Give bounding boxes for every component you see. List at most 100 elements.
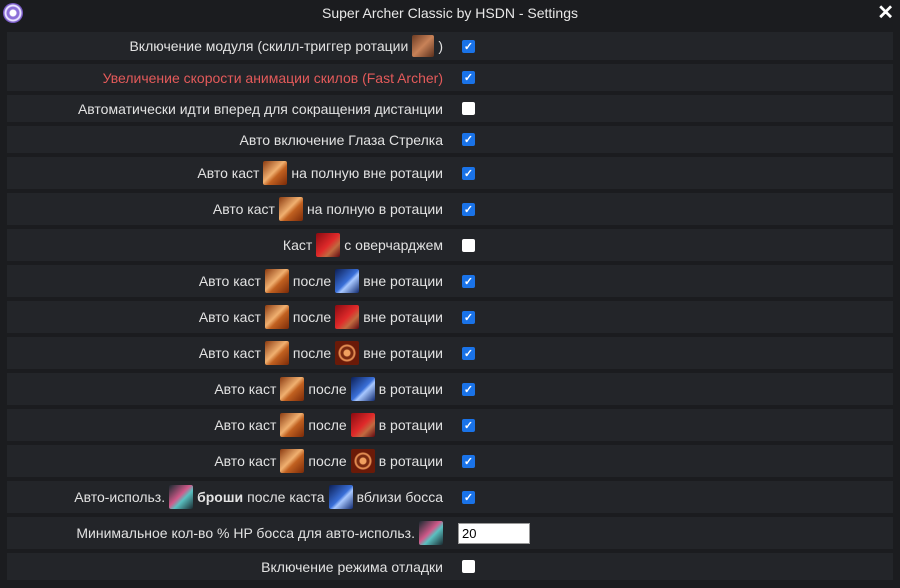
setting-label: Авто каст после в ротации	[7, 377, 443, 401]
setting-row-autocast-after-red-out: Авто каст после вне ротации ✓	[7, 301, 893, 333]
min-boss-hp-input[interactable]	[458, 522, 530, 544]
label-text: Авто каст	[198, 273, 261, 289]
blue-skill-icon	[335, 269, 360, 293]
setting-row-autocast-after-target-out: Авто каст после вне ротации ✓	[7, 337, 893, 369]
auto-sniper-eye-checkbox[interactable]: ✓	[462, 133, 475, 146]
label-text: после	[308, 381, 347, 397]
setting-control: ✓	[462, 39, 475, 53]
setting-row-auto-move-forward: Автоматически идти вперед для сокращения…	[7, 95, 893, 122]
label-text: с оверчарджем	[344, 237, 443, 253]
setting-control: ✓	[462, 382, 475, 396]
setting-row-cast-overcharge: Каст с оверчарджем	[7, 229, 893, 261]
setting-control	[462, 560, 475, 573]
label-text: Каст	[282, 237, 313, 253]
label-text: Авто включение Глаза Стрелка	[239, 131, 444, 148]
label-text: вне ротации	[363, 345, 443, 361]
cast-overcharge-checkbox[interactable]	[462, 238, 475, 252]
fast-archer-checkbox[interactable]: ✓	[462, 71, 475, 84]
setting-label: Авто каст после в ротации	[7, 413, 443, 437]
autocast-after-target-out-checkbox[interactable]: ✓	[462, 346, 475, 360]
setting-label: Минимальное кол-во % HP босса для авто-и…	[7, 521, 443, 545]
multishot-skill-icon	[264, 305, 289, 329]
label-text: в ротации	[378, 381, 443, 397]
label-text: в ротации	[378, 453, 443, 469]
setting-row-autocast-after-blue-in: Авто каст после в ротации ✓	[7, 373, 893, 405]
setting-row-autocast-full-in-rotation: Авто каст на полную в ротации ✓	[7, 193, 893, 225]
setting-label: Каст с оверчарджем	[7, 233, 443, 257]
label-text: вне ротации	[363, 309, 443, 325]
setting-row-fast-archer: Увеличение скорости анимации скилов (Fas…	[7, 64, 893, 91]
label-text: )	[438, 38, 443, 54]
app-logo-icon	[3, 3, 23, 23]
label-text: Автоматически идти вперед для сокращения…	[77, 100, 443, 117]
blue-skill-icon	[328, 485, 353, 509]
setting-label: Включение модуля (скилл-триггер ротации)	[7, 35, 443, 57]
red-skill-icon	[316, 233, 341, 257]
setting-control: ✓	[462, 133, 475, 146]
setting-control: ✓	[462, 490, 475, 504]
setting-control: ✓	[462, 346, 475, 360]
label-text: броши	[197, 489, 244, 505]
setting-row-autocast-after-red-in: Авто каст после в ротации ✓	[7, 409, 893, 441]
setting-control	[462, 238, 475, 252]
setting-control	[462, 102, 475, 115]
setting-control: ✓	[462, 418, 475, 432]
brooch-icon	[169, 485, 194, 509]
label-text: после	[292, 309, 332, 325]
multishot-skill-icon	[280, 449, 305, 473]
setting-control: ✓	[462, 166, 475, 180]
autocast-full-out-rotation-checkbox[interactable]: ✓	[462, 166, 475, 180]
label-text: Авто каст	[214, 417, 277, 433]
autocast-after-target-in-checkbox[interactable]: ✓	[462, 454, 475, 468]
enable-module-checkbox[interactable]: ✓	[462, 39, 475, 53]
label-text: в ротации	[378, 417, 443, 433]
label-text: Авто каст	[198, 345, 261, 361]
debug-mode-checkbox[interactable]	[462, 560, 475, 573]
setting-label: Авто каст после вне ротации	[7, 305, 443, 329]
label-text: после	[308, 417, 347, 433]
label-text: Авто каст	[198, 309, 261, 325]
setting-label: Авто включение Глаза Стрелка	[7, 131, 444, 148]
setting-control: ✓	[462, 71, 475, 84]
multishot-skill-icon	[278, 197, 303, 221]
setting-label: Авто каст после вне ротации	[7, 341, 443, 365]
autocast-after-blue-out-checkbox[interactable]: ✓	[462, 274, 475, 288]
setting-control: ✓	[462, 202, 475, 216]
label-text: Авто каст	[197, 165, 260, 181]
setting-row-autocast-full-out-rotation: Авто каст на полную вне ротации ✓	[7, 157, 893, 189]
autocast-full-in-rotation-checkbox[interactable]: ✓	[462, 202, 475, 216]
label-text: Авто каст	[214, 381, 277, 397]
label-text: Включение модуля (скилл-триггер ротации	[129, 38, 409, 54]
target-skill-icon	[335, 341, 360, 365]
blue-skill-icon	[350, 377, 375, 401]
autocast-after-red-in-checkbox[interactable]: ✓	[462, 418, 475, 432]
close-button[interactable]: ✕	[877, 2, 894, 24]
setting-control	[458, 522, 530, 544]
autocast-after-red-out-checkbox[interactable]: ✓	[462, 310, 475, 324]
setting-label: Увеличение скорости анимации скилов (Fas…	[7, 70, 443, 86]
label-text: Авто каст	[212, 201, 275, 217]
label-text: Авто-использ.	[74, 489, 166, 505]
red-skill-icon	[335, 305, 360, 329]
label-text: после	[292, 345, 332, 361]
label-text: на полную вне ротации	[291, 165, 443, 181]
label-text: на полную в ротации	[306, 201, 443, 217]
multishot-skill-icon	[280, 377, 305, 401]
label-text: Увеличение скорости анимации скилов (Fas…	[102, 69, 443, 86]
label-text: Минимальное кол-во % HP босса для авто-и…	[76, 525, 415, 541]
auto-use-brooch-checkbox[interactable]: ✓	[462, 490, 475, 504]
setting-control: ✓	[462, 454, 475, 468]
auto-move-forward-checkbox[interactable]	[462, 102, 475, 115]
multishot-skill-icon	[280, 413, 305, 437]
multishot-skill-icon	[263, 161, 288, 185]
label-text: после	[308, 453, 347, 469]
autocast-after-blue-in-checkbox[interactable]: ✓	[462, 382, 475, 396]
label-text: после каста	[247, 489, 325, 505]
setting-row-debug-mode: Включение режима отладки	[7, 553, 893, 580]
settings-list: Включение модуля (скилл-триггер ротации)…	[7, 32, 893, 584]
